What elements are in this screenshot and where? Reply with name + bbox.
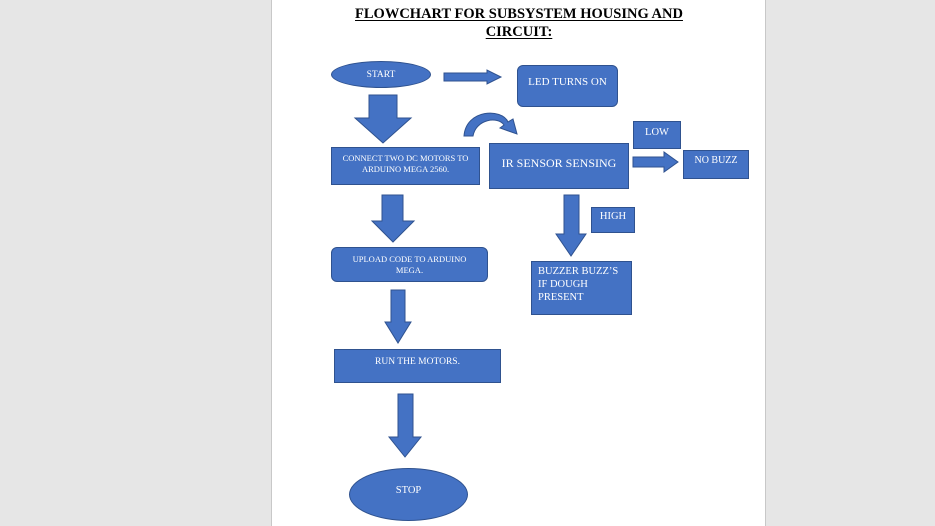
connect-label-line2: ARDUINO MEGA 2560. xyxy=(361,164,450,174)
connect-label-line1: CONNECT TWO DC MOTORS TO xyxy=(342,153,469,163)
buzzer-label-line1: BUZZER BUZZ’S xyxy=(538,266,619,277)
buzzer-label-line3: PRESENT xyxy=(538,292,584,303)
led-node: LED TURNS ON xyxy=(517,65,618,107)
start-label: START xyxy=(366,69,396,80)
page-title: FLOWCHART FOR SUBSYSTEM HOUSING AND CIRC… xyxy=(300,5,738,41)
high-label-box: HIGH xyxy=(591,207,635,233)
title-line-1: FLOWCHART FOR SUBSYSTEM HOUSING AND xyxy=(355,6,683,22)
low-label-box: LOW xyxy=(633,121,681,149)
arrow-ir-to-nobuzz xyxy=(632,151,679,173)
led-label: LED TURNS ON xyxy=(528,76,607,88)
ir-sensor-node: IR SENSOR SENSING xyxy=(489,143,629,189)
title-line-2: CIRCUIT: xyxy=(485,24,553,40)
arrow-upload-to-run xyxy=(384,289,412,344)
buzzer-node: BUZZER BUZZ’S IF DOUGH PRESENT xyxy=(531,261,632,315)
upload-label-line1: UPLOAD CODE TO ARDUINO xyxy=(352,254,467,264)
ir-label: IR SENSOR SENSING xyxy=(501,156,617,170)
arrow-start-to-connect xyxy=(353,94,413,144)
arrow-connect-to-upload xyxy=(370,194,416,243)
no-buzz-label: NO BUZZ xyxy=(694,155,738,166)
arrow-start-to-led xyxy=(443,69,503,85)
connect-motors-node: CONNECT TWO DC MOTORS TO ARDUINO MEGA 25… xyxy=(331,147,480,185)
start-node: START xyxy=(331,61,431,88)
stop-label: STOP xyxy=(395,485,422,496)
upload-code-node: UPLOAD CODE TO ARDUINO MEGA. xyxy=(331,247,488,282)
high-label: HIGH xyxy=(599,211,627,222)
low-label: LOW xyxy=(645,127,669,138)
arrow-ir-to-buzzer xyxy=(555,194,587,257)
upload-label-line2: MEGA. xyxy=(395,265,424,275)
arrow-run-to-stop xyxy=(387,393,423,458)
stop-node: STOP xyxy=(349,468,468,521)
buzzer-label-line2: IF DOUGH xyxy=(538,279,588,290)
run-label: RUN THE MOTORS. xyxy=(375,357,460,367)
no-buzz-node: NO BUZZ xyxy=(683,150,749,179)
arrow-loop-ir xyxy=(463,112,518,137)
run-motors-node: RUN THE MOTORS. xyxy=(334,349,501,383)
